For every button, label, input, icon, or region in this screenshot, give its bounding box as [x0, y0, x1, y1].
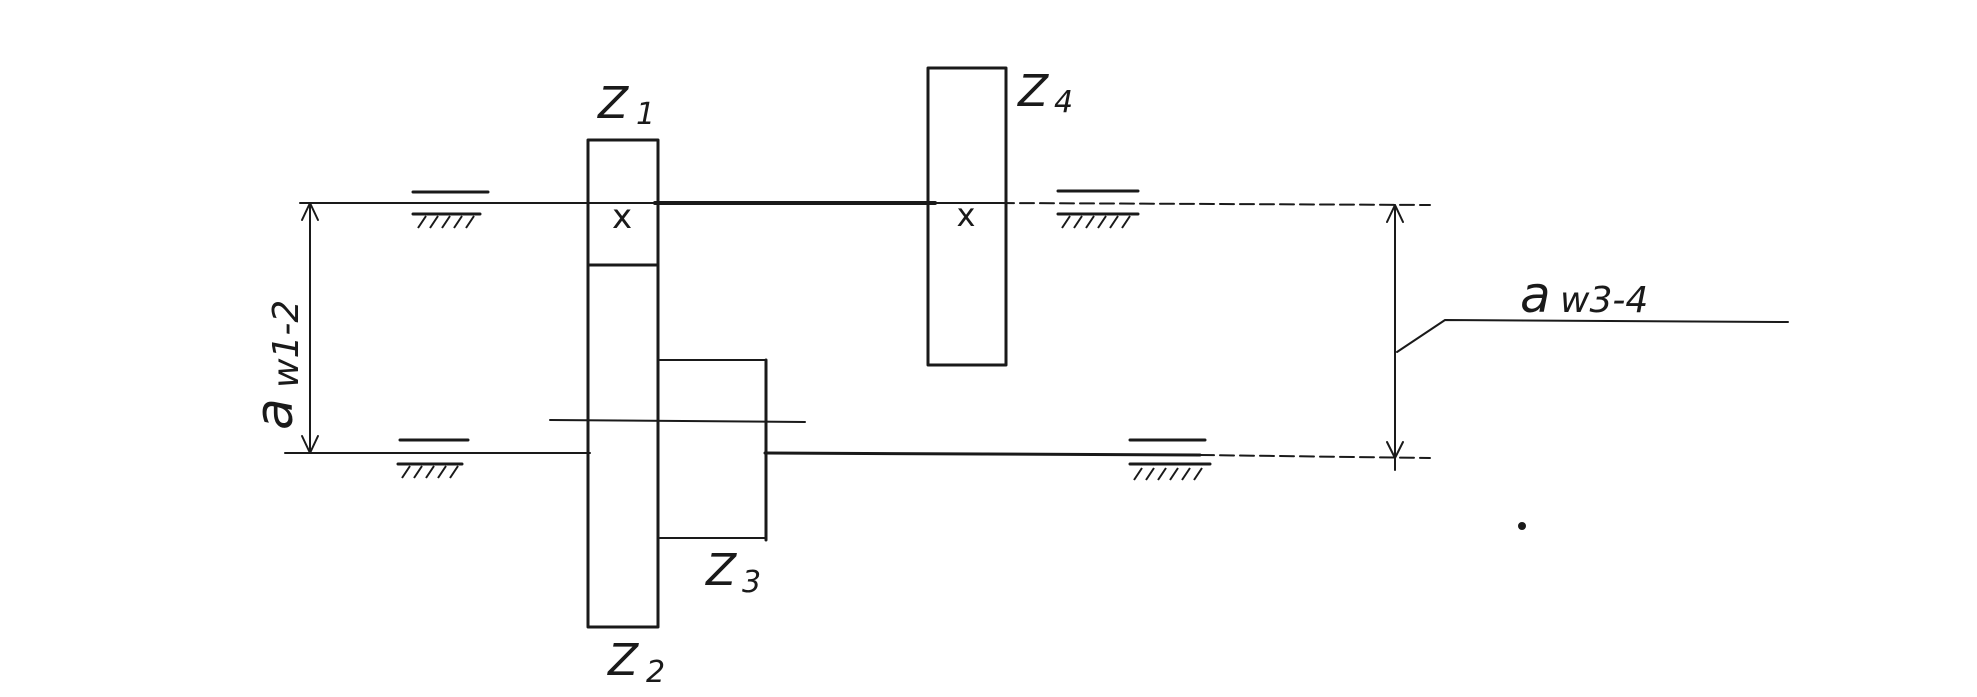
stray-dot [1518, 522, 1526, 530]
svg-text:w1-2: w1-2 [266, 300, 307, 388]
label-aw34: a w3-4 [1520, 266, 1648, 324]
bearing-lower-left [396, 438, 470, 479]
svg-text:Z: Z [1017, 66, 1049, 117]
bearing-lower-right [1128, 438, 1212, 481]
upper-shaft [299, 201, 1431, 206]
svg-text:1: 1 [636, 97, 655, 132]
dimension-aw12 [301, 202, 319, 454]
gear-z1-fixed-mark: x [612, 197, 632, 237]
lower-shaft [284, 419, 1431, 459]
dimension-aw34 [1386, 204, 1789, 471]
label-z2: Z 2 [607, 635, 665, 690]
gear-z4-fixed-mark: x [957, 196, 976, 234]
svg-text:2: 2 [646, 655, 665, 690]
svg-text:Z: Z [597, 78, 629, 129]
svg-text:Z: Z [607, 635, 639, 686]
label-z1: Z 1 [597, 78, 655, 132]
gear-z4 [926, 66, 1008, 367]
svg-text:3: 3 [742, 565, 761, 600]
bearing-upper-right [1056, 189, 1140, 229]
label-z4: Z 4 [1017, 66, 1073, 120]
gear-z2 [586, 263, 660, 629]
svg-text:a: a [245, 398, 305, 430]
svg-text:Z: Z [705, 545, 737, 596]
svg-text:w3-4: w3-4 [1560, 280, 1648, 321]
bearing-upper-left [411, 190, 490, 229]
svg-text:a: a [1520, 266, 1551, 324]
gear-z3 [659, 358, 768, 542]
svg-text:4: 4 [1054, 85, 1073, 120]
label-z3: Z 3 [705, 545, 761, 600]
label-aw12: a w1-2 [245, 300, 307, 430]
